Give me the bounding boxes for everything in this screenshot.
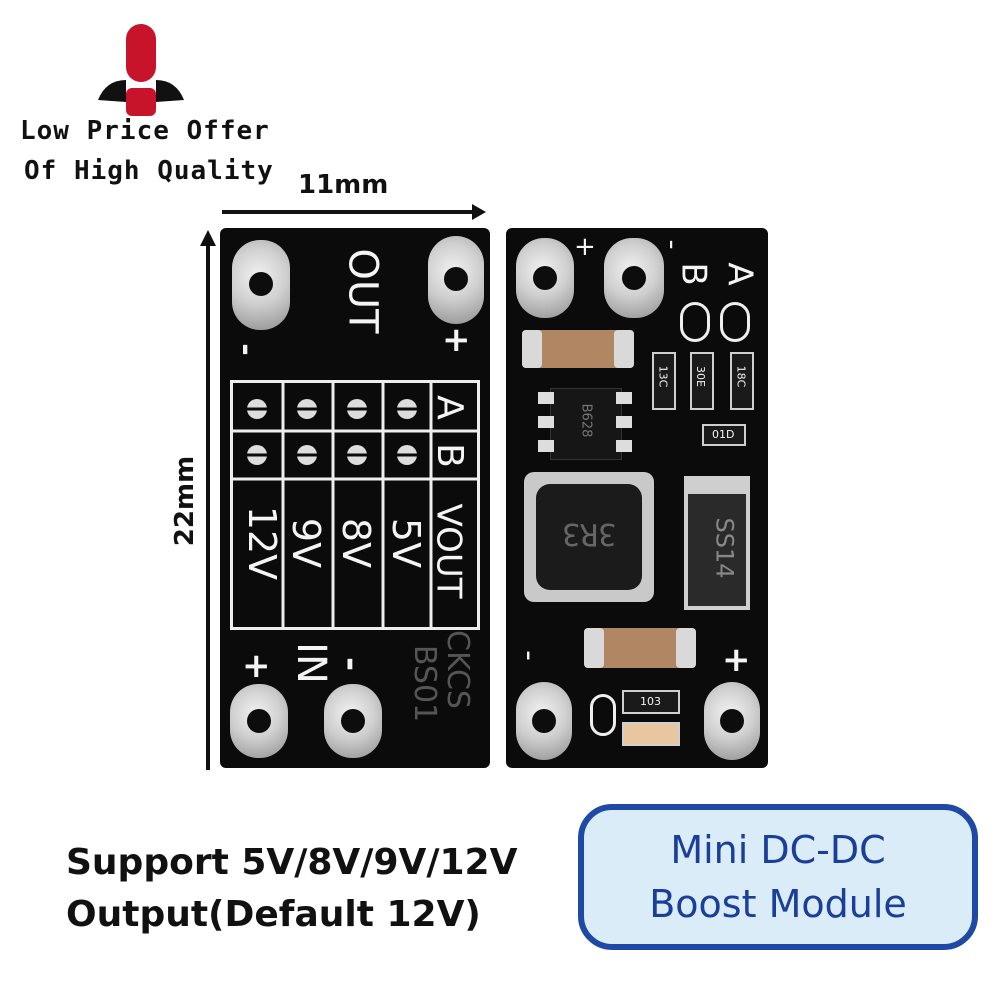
jumper-a xyxy=(720,302,750,342)
pad-back-bottom-left xyxy=(516,682,572,760)
header-b: B xyxy=(428,443,470,468)
brand-label: CKCS xyxy=(439,630,475,709)
ic-chip: B628 xyxy=(550,388,622,460)
led xyxy=(622,722,680,746)
header-a: A xyxy=(428,395,470,420)
logo-line-2: Of High Quality xyxy=(24,156,274,186)
out-label: OUT xyxy=(339,248,386,334)
out-plus-label: + xyxy=(442,320,471,360)
in-minus-label: - xyxy=(331,656,372,672)
pad-in-minus xyxy=(324,684,382,758)
resistor-01d: 01D xyxy=(702,424,746,446)
pad-in-plus xyxy=(230,684,288,758)
jumper-bottom xyxy=(590,694,616,736)
resistor-30e: 30E xyxy=(690,352,714,410)
back-minus-top: - xyxy=(656,239,690,250)
resistor-13c: 13C xyxy=(652,352,676,410)
board-front: OUT + - A B VOUT 5V 8V 9V 12V xyxy=(220,228,490,768)
pad-out-plus xyxy=(428,236,484,324)
board-back: + - B A 13C 30E 18C 01D B628 3R3 SS14 xyxy=(506,228,768,768)
header-vout: VOUT xyxy=(428,503,469,599)
logo-icon xyxy=(98,24,184,116)
pad-back-top-right xyxy=(604,238,664,318)
badge-line-2: Boost Module xyxy=(649,882,907,926)
jumper-b xyxy=(680,302,710,342)
vout-5v: 5V xyxy=(384,517,429,569)
badge-line-1: Mini DC-DC xyxy=(670,828,886,872)
width-label: 11mm xyxy=(298,170,389,200)
diode: SS14 xyxy=(684,476,750,610)
voltage-table: A B VOUT 5V 8V 9V 12V xyxy=(230,380,480,630)
inductor: 3R3 xyxy=(524,472,654,602)
in-plus-label: + xyxy=(242,646,271,686)
back-plus-top: + xyxy=(574,232,596,262)
pad-out-minus xyxy=(232,240,290,330)
brand-logo xyxy=(96,22,186,120)
caption-line-2: Output(Default 12V) xyxy=(66,894,481,935)
back-minus-bottom: - xyxy=(511,650,547,661)
height-arrow xyxy=(200,230,216,770)
back-label-b: B xyxy=(673,262,714,286)
pad-back-top-left xyxy=(516,238,574,318)
model-label: BS01 xyxy=(407,644,443,723)
capacitor-top xyxy=(522,330,634,368)
resistor-103: 103 xyxy=(622,690,680,714)
vout-12v: 12V xyxy=(240,505,285,581)
pad-back-bottom-right xyxy=(704,682,760,760)
resistor-18c: 18C xyxy=(730,352,754,410)
back-label-a: A xyxy=(719,262,760,286)
caption-line-1: Support 5V/8V/9V/12V xyxy=(66,842,518,883)
width-arrow xyxy=(222,204,486,220)
vout-9v: 9V xyxy=(284,517,329,569)
height-label: 22mm xyxy=(170,455,201,547)
product-badge: Mini DC-DC Boost Module xyxy=(578,804,978,950)
vout-8v: 8V xyxy=(334,517,379,569)
capacitor-bottom xyxy=(584,628,696,668)
in-label: IN xyxy=(287,642,334,684)
out-minus-label: - xyxy=(228,343,264,356)
back-plus-bottom: + xyxy=(722,640,751,680)
logo-line-1: Low Price Offer xyxy=(20,116,270,146)
